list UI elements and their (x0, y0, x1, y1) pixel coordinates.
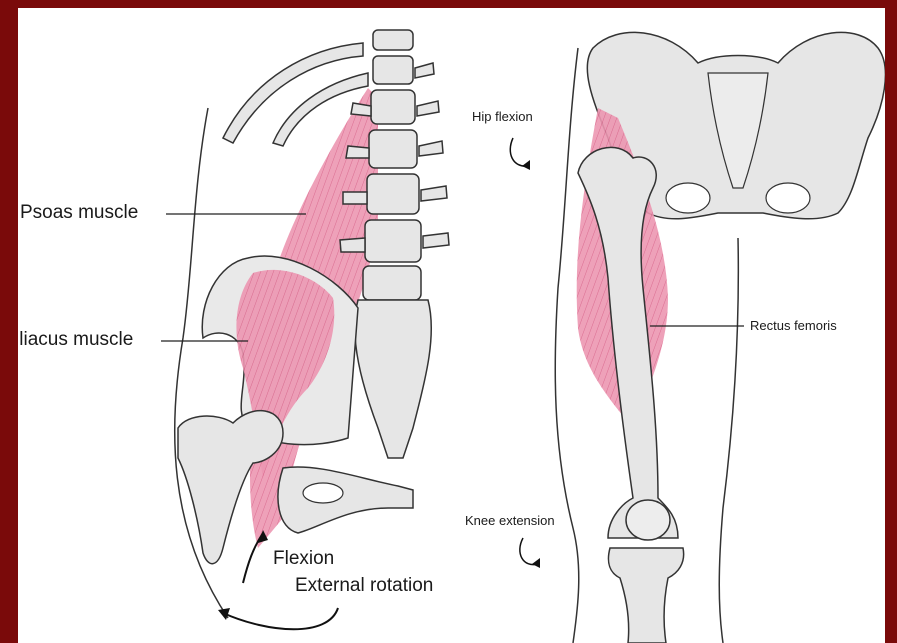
flexion-label: Flexion (273, 548, 334, 570)
external-rotation-label: External rotation (295, 575, 433, 597)
right-anatomy (510, 32, 885, 643)
illustration-canvas: Psoas muscle Iliacus muscle Flexion Exte… (18, 8, 885, 643)
hip-flexion-label: Hip flexion (472, 109, 533, 124)
pubic-bone (278, 467, 413, 533)
left-anatomy (161, 30, 449, 629)
iliacus-label: Iliacus muscle (18, 329, 133, 351)
body-outline-right-outer (555, 48, 579, 643)
knee-extension-label: Knee extension (465, 513, 555, 528)
psoas-label: Psoas muscle (20, 202, 138, 224)
rectus-femoris-label: Rectus femoris (750, 318, 837, 333)
patella (626, 500, 670, 540)
knee-extension-arrow (520, 538, 538, 565)
frame-border-left (0, 0, 18, 643)
tibia (608, 548, 683, 643)
frame-border-right (885, 0, 897, 643)
external-rotation-arrow (223, 608, 338, 629)
hip-flexion-arrow (510, 138, 528, 166)
frame-border-top (0, 0, 897, 8)
body-outline-right-inner (719, 238, 738, 643)
sacrum (355, 300, 432, 458)
